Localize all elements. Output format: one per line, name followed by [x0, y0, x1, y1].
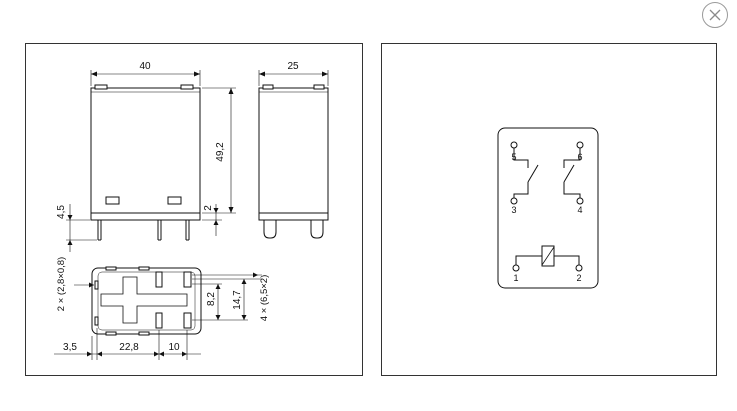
dim-pin-length: 4,5 [56, 204, 97, 252]
terminal-5-label: 5 [511, 152, 516, 162]
terminal-6-label: 6 [577, 152, 582, 162]
dim-pitch-horizontal-label: 22,8 [119, 342, 139, 353]
dim-large-pins: 4 × (6,5×2) [192, 272, 270, 321]
terminal-1-label: 1 [513, 273, 518, 283]
terminal-4-label: 4 [577, 205, 582, 215]
schematic-panel: 5 6 3 4 1 2 [381, 43, 717, 376]
dim-pitch-right-label: 10 [168, 342, 180, 353]
terminal-2-label: 2 [576, 273, 581, 283]
schematic-outline [497, 127, 599, 289]
dim-pin-length-label: 4,5 [56, 205, 67, 219]
dimension-drawing: 40 49,2 2 4,5 [54, 61, 329, 360]
dimension-drawing-panel: 40 49,2 2 4,5 [25, 43, 363, 376]
coil [512, 245, 583, 272]
dim-pitch-small: 8,2 [192, 283, 248, 321]
dim-large-pins-label: 4 × (6,5×2) [259, 275, 270, 321]
dim-depth-label: 25 [287, 61, 299, 72]
dim-depth: 25 [258, 61, 329, 86]
terminal-3-label: 3 [511, 205, 516, 215]
dim-pitch-large: 14,7 [232, 279, 247, 320]
side-view [258, 84, 329, 239]
dim-small-pins-label: 2 × (2,8×0,8) [56, 257, 67, 311]
dim-width: 40 [90, 61, 201, 86]
dim-bottom-row: 3,5 22,8 10 [54, 328, 201, 360]
dim-height: 49,2 [202, 87, 236, 214]
dim-small-pins: 2 × (2,8×0,8) [56, 257, 94, 311]
close-button[interactable] [702, 2, 728, 28]
dim-width-label: 40 [139, 61, 151, 72]
contact-left [510, 141, 539, 205]
schematic-diagram: 5 6 3 4 1 2 [497, 127, 599, 289]
dim-height-label: 49,2 [215, 142, 226, 162]
front-view [90, 84, 201, 241]
close-icon [709, 9, 721, 21]
dim-pitch-small-label: 8,2 [206, 292, 217, 306]
dim-offset-left-label: 3,5 [63, 342, 77, 353]
dim-pitch-large-label: 14,7 [232, 290, 243, 310]
contact-right [563, 141, 584, 205]
bottom-view [91, 266, 202, 336]
dim-base-offset: 2 [202, 204, 222, 236]
dim-base-offset-label: 2 [203, 205, 214, 211]
